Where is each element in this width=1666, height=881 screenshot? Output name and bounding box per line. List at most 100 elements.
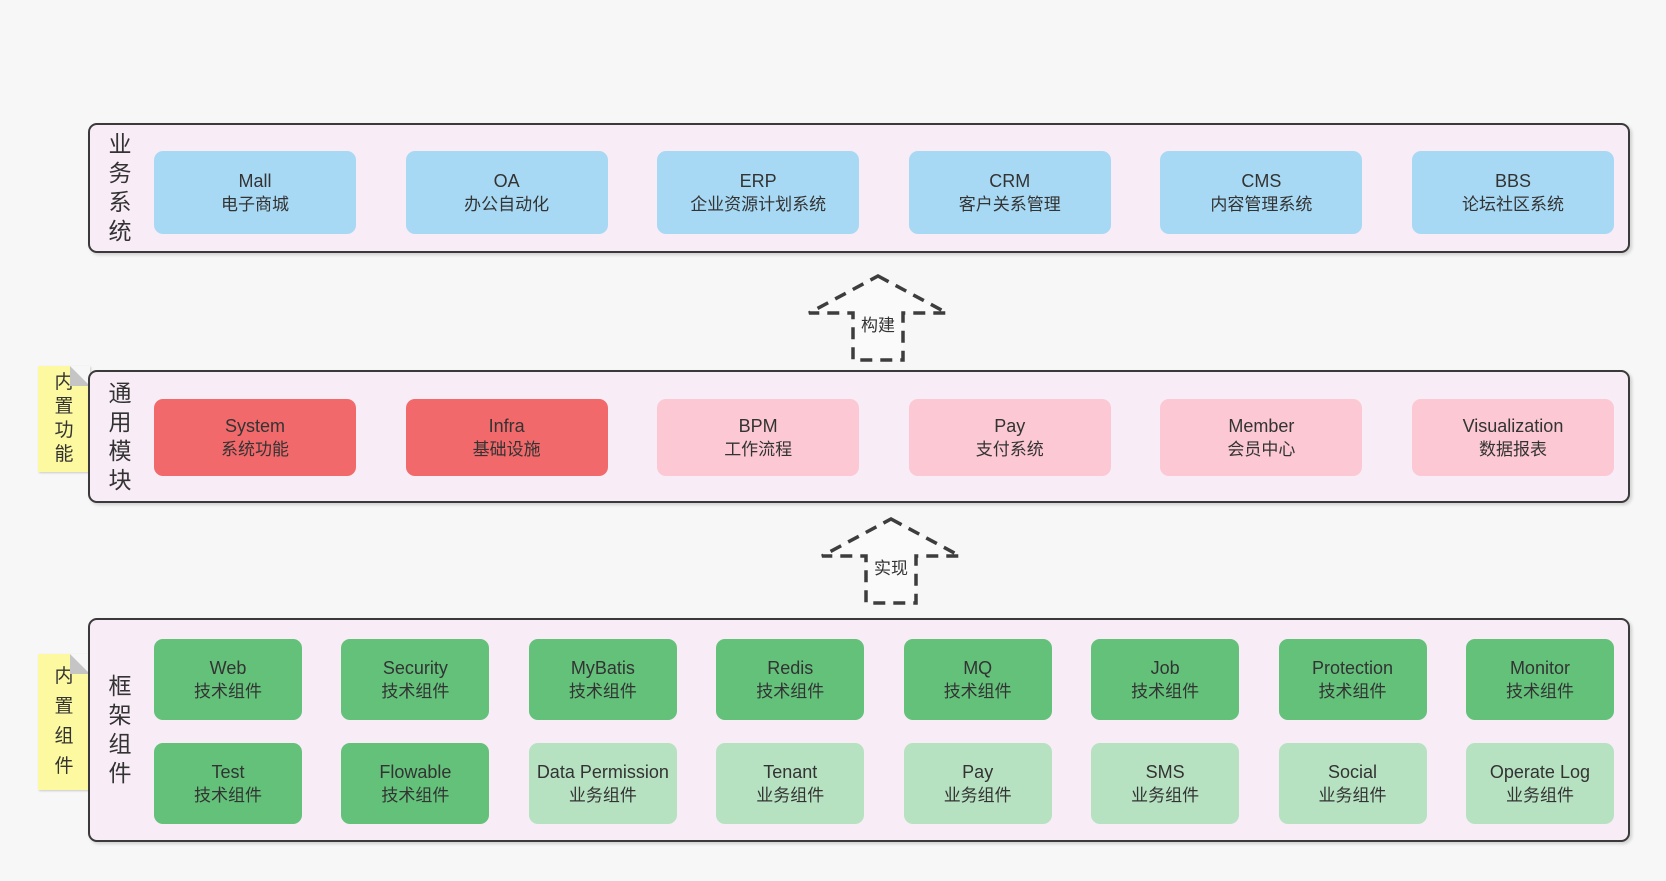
node-mybatis: MyBatis 技术组件 [528, 639, 677, 720]
node-title: Member [1228, 416, 1295, 436]
band-label-business-systems: 业务系统 [108, 131, 132, 244]
node-test: Test 技术组件 [154, 743, 302, 824]
node-subtitle: 支付系统 [975, 440, 1044, 459]
node-subtitle: 技术组件 [381, 682, 450, 701]
node-subtitle: 技术组件 [194, 786, 262, 805]
node-subtitle: 业务组件 [756, 786, 825, 805]
node-visualization: Visualization 数据报表 [1411, 399, 1614, 476]
band-row: Web 技术组件 Security 技术组件 MyBatis 技术组件 Redi… [154, 639, 1614, 720]
node-title: MyBatis [570, 658, 635, 678]
sticky-note-label: 内置组件 [54, 666, 74, 777]
node-title: Monitor [1509, 658, 1570, 678]
node-erp: ERP 企业资源计划系统 [657, 151, 860, 234]
arrow-build: 构建 [806, 273, 950, 363]
node-title: Tenant [763, 762, 818, 782]
node-subtitle: 办公自动化 [464, 195, 550, 214]
node-subtitle: 技术组件 [1505, 682, 1574, 701]
node-subtitle: 业务组件 [1318, 786, 1387, 805]
node-redis: Redis 技术组件 [716, 639, 865, 720]
node-web: Web 技术组件 [154, 639, 302, 720]
node-member: Member 会员中心 [1160, 399, 1363, 476]
band-business-systems: 业务系统 Mall 电子商城 OA 办公自动化 ERP 企业资源计划系统 CRM… [88, 123, 1630, 253]
node-title: Web [209, 658, 247, 678]
node-flowable: Flowable 技术组件 [341, 743, 490, 824]
node-title: Mall [238, 171, 272, 191]
node-tenant: Tenant 业务组件 [716, 743, 865, 824]
node-pay-component: Pay 业务组件 [903, 743, 1052, 824]
node-title: Security [382, 658, 448, 678]
node-subtitle: 业务组件 [943, 786, 1012, 805]
node-title: Job [1150, 658, 1180, 678]
node-subtitle: 会员中心 [1227, 440, 1296, 459]
node-title: MQ [963, 658, 993, 678]
node-mq: MQ 技术组件 [903, 639, 1052, 720]
node-title: Test [211, 762, 245, 782]
node-title: BBS [1494, 171, 1531, 191]
node-protection: Protection 技术组件 [1278, 639, 1427, 720]
node-title: Protection [1312, 658, 1394, 678]
node-subtitle: 客户关系管理 [958, 195, 1061, 214]
node-monitor: Monitor 技术组件 [1465, 639, 1614, 720]
node-subtitle: 业务组件 [1131, 786, 1200, 805]
node-subtitle: 电子商城 [221, 195, 289, 214]
node-subtitle: 技术组件 [194, 682, 262, 701]
node-title: Visualization [1462, 416, 1564, 436]
node-title: BPM [738, 416, 778, 436]
node-subtitle: 业务组件 [568, 786, 637, 805]
node-title: Redis [767, 658, 814, 678]
arrow-build-label: 构建 [859, 315, 897, 336]
band-label-common-modules: 通用模块 [108, 379, 132, 493]
node-subtitle: 内容管理系统 [1210, 195, 1313, 214]
node-title: Pay [994, 416, 1026, 436]
node-title: Pay [962, 762, 994, 782]
node-title: SMS [1145, 762, 1185, 782]
node-subtitle: 基础设施 [472, 440, 541, 459]
band-label-framework-components: 框架组件 [108, 673, 132, 786]
node-subtitle: 工作流程 [724, 440, 793, 459]
node-social: Social 业务组件 [1278, 743, 1427, 824]
band-row: System 系统功能 Infra 基础设施 BPM 工作流程 Pay 支付系统… [154, 399, 1614, 476]
sticky-note-built-in-features: 内置功能 [38, 366, 90, 472]
node-subtitle: 论坛社区系统 [1461, 195, 1564, 214]
node-title: Operate Log [1489, 762, 1590, 782]
node-crm: CRM 客户关系管理 [908, 151, 1111, 234]
node-bpm: BPM 工作流程 [657, 399, 860, 476]
band-row: Mall 电子商城 OA 办公自动化 ERP 企业资源计划系统 CRM 客户关系… [154, 151, 1614, 234]
node-sms: SMS 业务组件 [1091, 743, 1240, 824]
node-subtitle: 技术组件 [568, 682, 637, 701]
sticky-note-label: 内置功能 [54, 372, 74, 465]
node-pay-system: Pay 支付系统 [908, 399, 1111, 476]
node-subtitle: 企业资源计划系统 [690, 195, 827, 214]
node-infra: Infra 基础设施 [405, 399, 608, 476]
node-security: Security 技术组件 [341, 639, 490, 720]
band-row: Test 技术组件 Flowable 技术组件 Data Permission … [154, 743, 1614, 824]
node-job: Job 技术组件 [1091, 639, 1240, 720]
node-title: Data Permission [536, 762, 669, 782]
node-system: System 系统功能 [154, 399, 356, 476]
node-subtitle: 数据报表 [1478, 440, 1547, 459]
node-mall: Mall 电子商城 [154, 151, 356, 234]
node-subtitle: 技术组件 [1318, 682, 1387, 701]
node-oa: OA 办公自动化 [405, 151, 608, 234]
node-subtitle: 业务组件 [1505, 786, 1574, 805]
node-title: System [224, 416, 285, 436]
node-subtitle: 系统功能 [221, 440, 289, 459]
node-cms: CMS 内容管理系统 [1160, 151, 1363, 234]
arrow-implement: 实现 [819, 516, 963, 606]
node-bbs: BBS 论坛社区系统 [1411, 151, 1614, 234]
node-title: Infra [488, 416, 525, 436]
node-subtitle: 技术组件 [1131, 682, 1200, 701]
node-subtitle: 技术组件 [943, 682, 1012, 701]
sticky-note-built-in-components: 内置组件 [38, 654, 90, 790]
node-title: CMS [1241, 171, 1282, 191]
node-subtitle: 技术组件 [381, 786, 450, 805]
node-subtitle: 技术组件 [756, 682, 825, 701]
node-data-permission: Data Permission 业务组件 [528, 743, 677, 824]
node-title: OA [493, 171, 520, 191]
band-common-modules: 通用模块 System 系统功能 Infra 基础设施 BPM 工作流程 Pay… [88, 370, 1630, 503]
node-title: Social [1328, 762, 1378, 782]
node-title: Flowable [379, 762, 452, 782]
arrow-implement-label: 实现 [872, 558, 910, 579]
node-title: CRM [989, 171, 1031, 191]
